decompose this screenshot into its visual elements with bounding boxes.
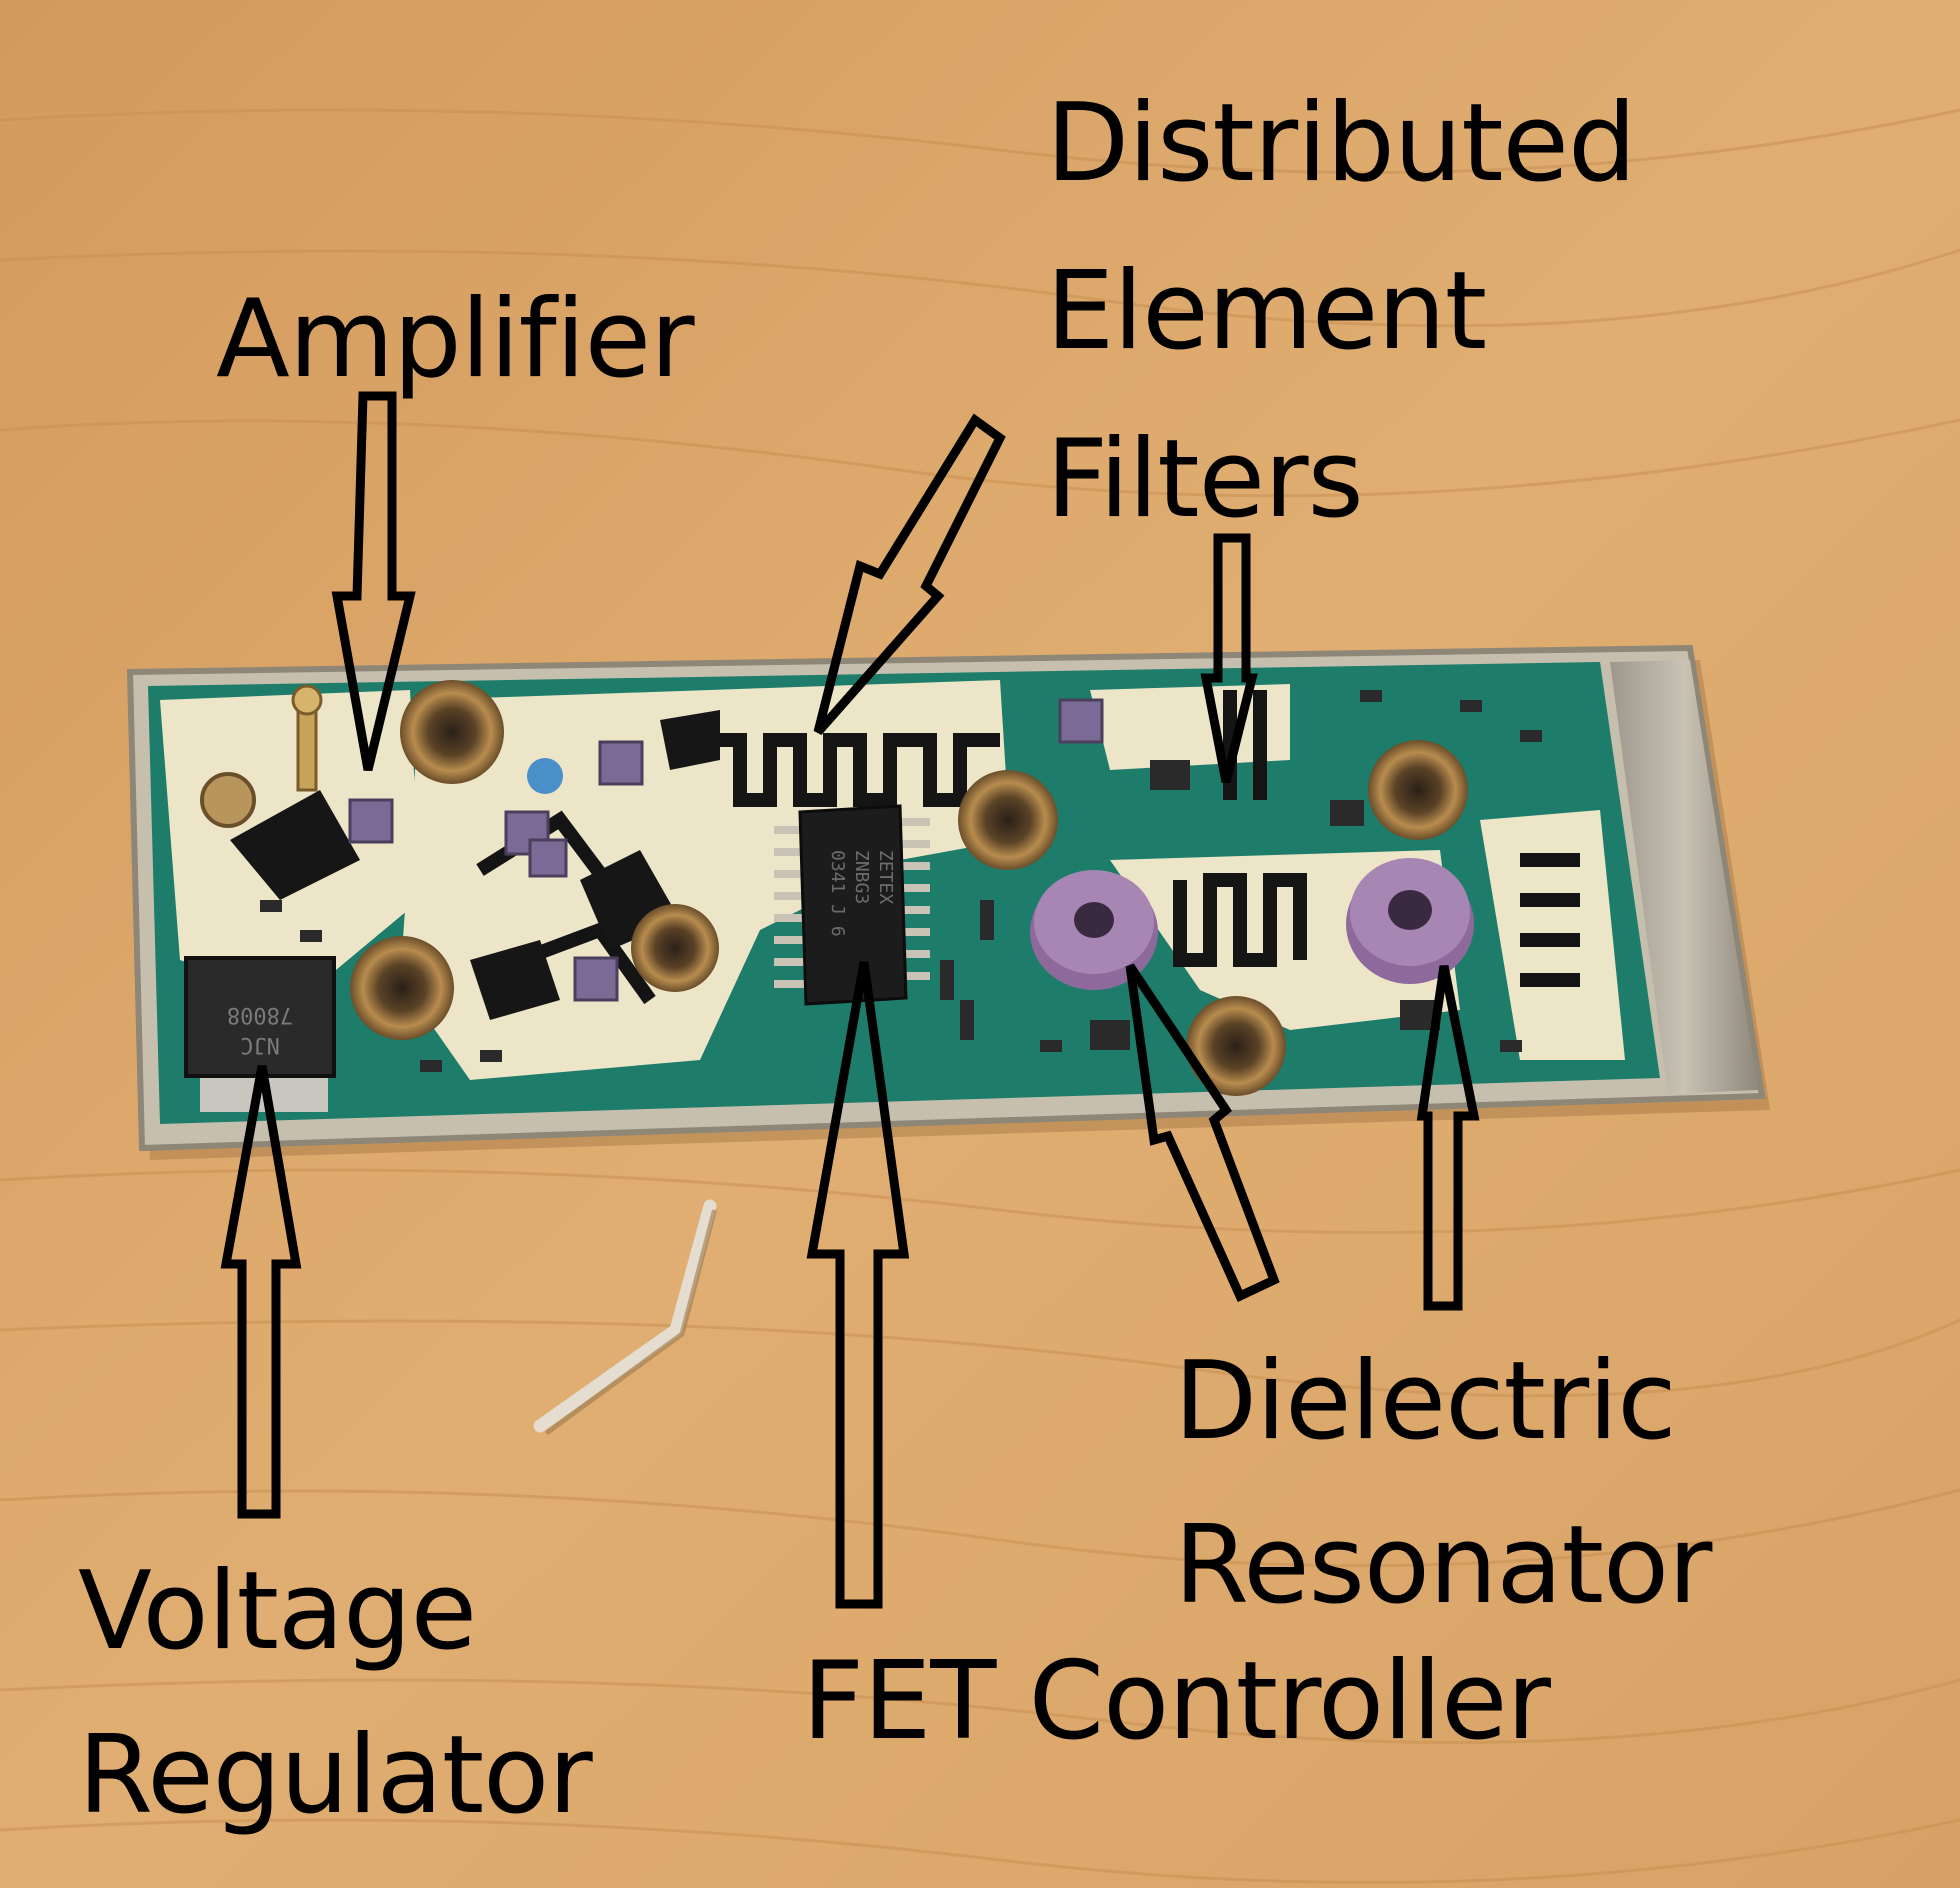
blue-paint-dot [527,758,563,794]
label-distributed-element-filters: Distributed Element Filters [1046,60,1637,564]
metal-shield-strip [1610,660,1758,1094]
label-amplifier: Amplifier [216,277,695,402]
controller-chip-text-1: ZETEX [875,850,896,904]
label-voltage-line-2: Regulator [78,1713,593,1838]
black-pads [230,710,720,1020]
smd-components [260,690,1542,1072]
regulator-chip-text-1: 78008 [227,1002,293,1027]
label-distributed-line-2: Element [1046,249,1487,374]
label-distributed-line-3: Filters [1046,417,1364,542]
annotation-arrows [220,391,1480,1609]
bent-wire-shadow [545,1209,717,1435]
regulator-chip-text-2: NJC [240,1032,280,1057]
left-solder-pad [200,772,256,828]
label-dielectric-resonator: Dielectric Resonator [1174,1320,1712,1648]
wood-grain [0,108,1960,1884]
arrow-distributed-filters [813,413,1006,735]
controller-chip-text-3: 0341 J 6 [827,850,848,937]
label-dielectric-line-2: Resonator [1174,1503,1712,1628]
gold-pin [291,684,323,792]
label-voltage-regulator: Voltage Regulator [78,1530,593,1858]
label-voltage-line-1: Voltage [78,1549,477,1674]
bent-wire [533,1199,717,1433]
mounting-holes [350,680,1468,1096]
controller-chip-text-2: ZNBG3 [851,850,872,904]
label-fet-controller: FET Controller [802,1639,1551,1764]
arrow-amplifier [331,391,416,772]
smd-transistors [348,698,1104,1002]
fet-controller-chip: ZETEX ZNBG3 0341 J 6 [774,804,930,1006]
arrow-dielectric-left [1125,963,1280,1303]
label-distributed-line-1: Distributed [1046,81,1637,206]
label-dielectric-line-1: Dielectric [1174,1339,1677,1464]
dielectric-resonators [1030,858,1474,990]
arrow-voltage-regulator [220,1065,302,1519]
arrow-fet-controller [806,961,910,1609]
arrow-dielectric-right [1416,965,1480,1311]
arrow-filter-right [1200,533,1258,784]
